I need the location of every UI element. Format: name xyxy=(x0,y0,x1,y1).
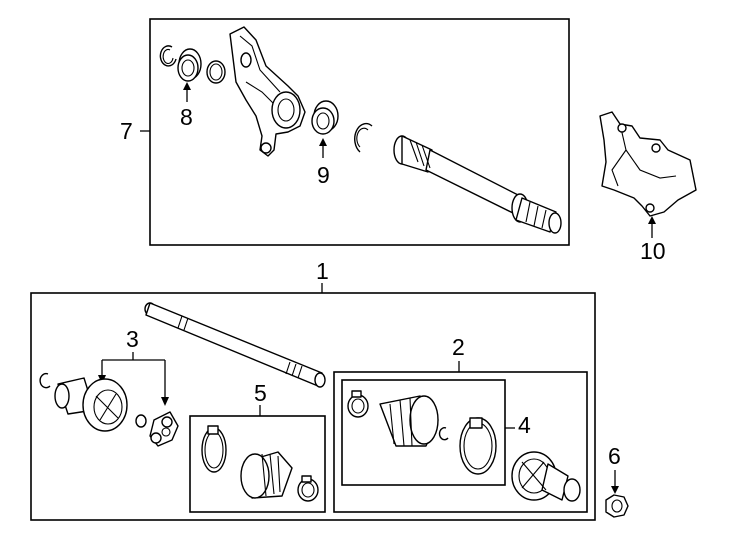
o-ring-inner xyxy=(209,63,223,81)
inner-joint-housing xyxy=(54,377,128,432)
outer-boot-clamp-large xyxy=(459,417,497,475)
inner-boot xyxy=(240,451,293,499)
outer-cv-joint xyxy=(511,451,581,502)
arrow-9-head xyxy=(319,138,327,146)
outer-boot xyxy=(379,395,439,447)
snap-ring-left-inner xyxy=(162,48,174,64)
callout-4: 4 xyxy=(518,412,531,438)
intermediate-shaft xyxy=(393,135,562,234)
callout-3: 3 xyxy=(126,326,139,352)
seal-8-part xyxy=(177,48,202,82)
arrow-3b-head xyxy=(161,397,169,406)
outer-boot-clamp-small xyxy=(347,390,369,418)
inner-boot-clamp-large xyxy=(201,425,227,473)
heat-shield xyxy=(599,111,697,217)
bearing-9-part xyxy=(311,100,339,135)
bearing-bracket xyxy=(229,26,306,157)
axle-shaft xyxy=(144,302,326,388)
intermediate-shaft-frame xyxy=(149,18,570,246)
callout-8: 8 xyxy=(180,104,193,130)
arrow-6-head xyxy=(611,486,619,494)
inner-boot-kit-frame xyxy=(189,415,326,513)
inner-boot-clamp-small xyxy=(297,475,319,502)
callout-2: 2 xyxy=(452,334,465,360)
callout-10: 10 xyxy=(640,238,666,264)
callout-1: 1 xyxy=(316,258,329,284)
callout-7: 7 xyxy=(120,118,133,144)
outer-joint-frame xyxy=(333,371,588,513)
callout-5: 5 xyxy=(254,380,267,406)
arrow-8-head xyxy=(183,82,191,90)
outer-clip xyxy=(438,427,449,441)
arrow-10-head xyxy=(648,216,656,224)
axle-assembly-frame xyxy=(30,292,596,521)
outer-boot-kit-frame xyxy=(341,379,506,486)
callout-9: 9 xyxy=(317,162,330,188)
tripod-spider xyxy=(149,411,179,447)
small-washer xyxy=(135,414,147,428)
clip-left xyxy=(39,372,51,389)
axle-nut xyxy=(605,494,629,518)
snap-ring-right-inner xyxy=(356,127,369,148)
callout-6: 6 xyxy=(608,443,621,469)
